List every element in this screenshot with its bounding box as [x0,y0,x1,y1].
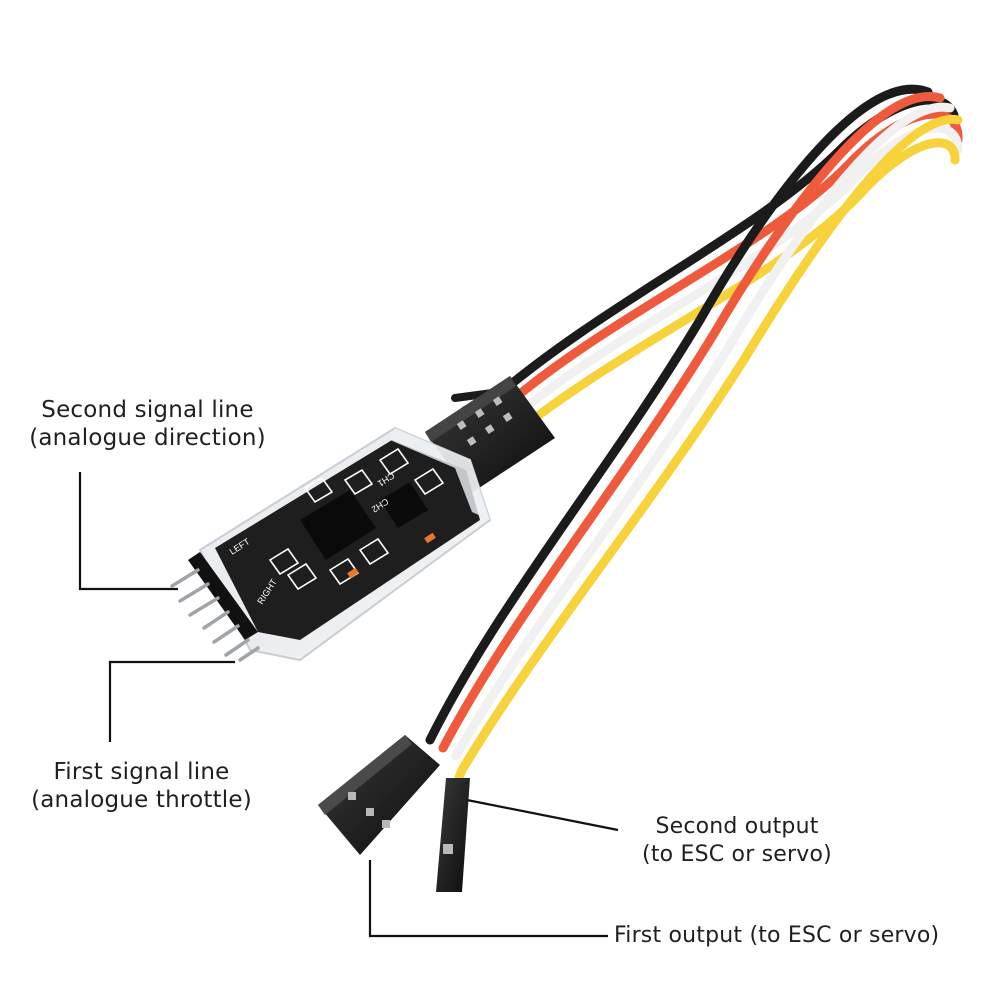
callout-first-signal-subtitle: (analogue throttle) [31,787,252,813]
callout-second-signal-line: Second signal line (analogue direction) [10,396,285,452]
wire-bundle-bottom [425,84,963,795]
callout-first-signal-line: First signal line (analogue throttle) [14,758,269,814]
leader-second-signal [78,472,178,591]
callout-second-output: Second output (to ESC or servo) [624,813,850,869]
bottom-3pin-connector [318,735,440,855]
callout-second-signal-title: Second signal line [41,397,254,423]
leader-lines [78,472,619,938]
callout-second-signal-subtitle: (analogue direction) [29,425,266,451]
callout-first-signal-title: First signal line [53,759,230,785]
leader-first-signal [108,660,235,742]
leader-first-output [368,860,608,938]
controller-module: LEFT RIGHT CH1 CH2 [188,426,492,662]
leader-second-output [466,798,619,832]
callout-second-output-subtitle: (to ESC or servo) [642,842,832,867]
header-pins [170,568,260,662]
single-pin-connector [436,778,470,892]
callout-first-output-text: First output (to ESC or servo) [614,923,940,948]
wire-bundle-top [493,95,963,423]
callout-second-output-title: Second output [655,814,819,839]
callout-first-output: First output (to ESC or servo) [614,922,974,950]
